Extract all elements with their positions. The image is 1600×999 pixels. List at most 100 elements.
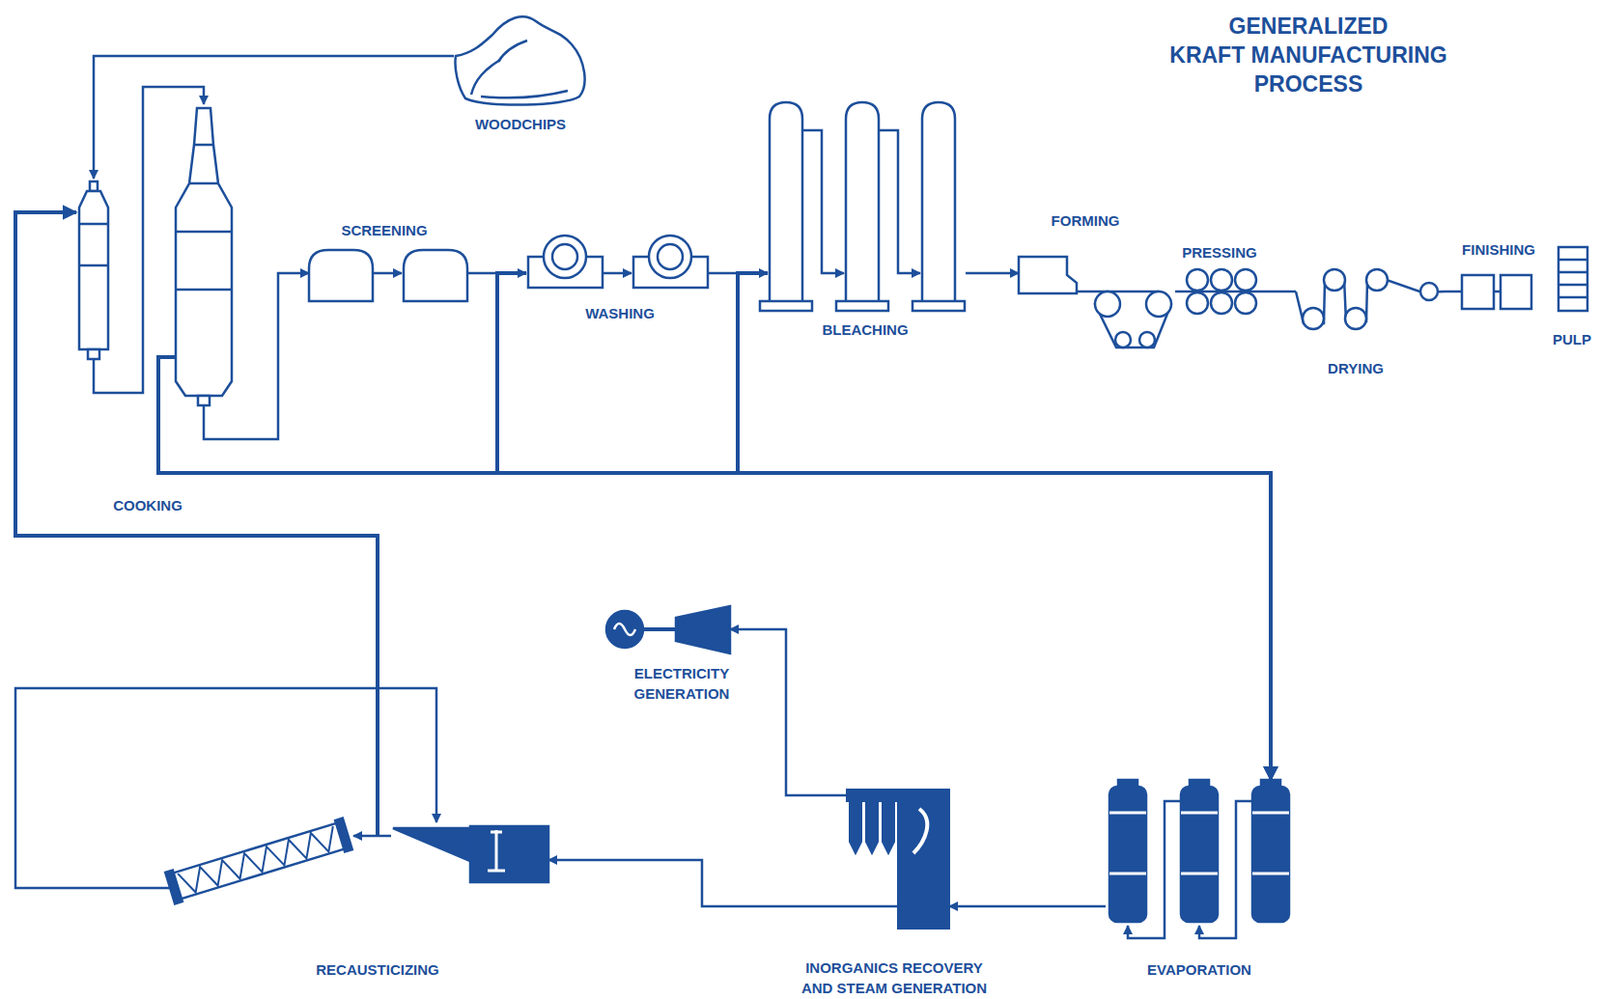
flow-line: [949, 905, 1106, 909]
recausticizing-plant-part: [470, 826, 549, 883]
recovery-boiler-part: [846, 905, 899, 909]
paper-machine-part: [1366, 269, 1388, 291]
paper-machine-part: [1210, 269, 1233, 291]
flow-line: [1444, 290, 1462, 294]
paper-machine-part: [1018, 256, 1077, 294]
digester-vessels-part: [89, 181, 98, 192]
woodchip-pile-part: [454, 16, 585, 105]
paper-machine-part: [1493, 290, 1501, 294]
recausticizing-plant-part: [335, 818, 353, 853]
paper-machine-part: [1115, 332, 1131, 348]
unit-label: INORGANICS RECOVERY AND STEAM GENERATION: [790, 957, 999, 999]
recausticizing-plant-part: [487, 830, 506, 871]
recausticizing-plant: [15, 688, 549, 904]
evaporators-part: [1109, 813, 1290, 874]
recovery-boiler-part: [882, 799, 895, 854]
process-unit: EVAPORATION: [1105, 780, 1294, 942]
digester-vessels-part: [79, 191, 109, 350]
digester-vessels: [79, 86, 232, 406]
paper-machine-part: [1094, 291, 1172, 348]
unit-label: FORMING: [1051, 210, 1121, 231]
recovery-boiler-part: [913, 809, 927, 854]
unit-label: PULP: [1552, 329, 1592, 350]
bleach-towers-part: [836, 301, 889, 311]
woodchip-pile-part: [480, 90, 568, 98]
drum-washers-part: [602, 272, 632, 276]
recausticizing-plant-part: [392, 828, 471, 862]
paper-machine-part: [1235, 269, 1257, 291]
unit-label: SCREENING: [340, 220, 427, 241]
process-unit: RECAUSTICIZING: [166, 820, 549, 903]
unit-label: RECAUSTICIZING: [315, 959, 440, 981]
screens-part: [308, 250, 373, 302]
screens-part: [403, 250, 468, 302]
evaporators: [1109, 780, 1290, 939]
bleach-towers-part: [769, 102, 803, 302]
recausticizing-plant-part: [353, 835, 392, 839]
process-unit: BLEACHING: [767, 102, 966, 311]
paper-machine-part: [1500, 275, 1532, 309]
flow-line: [737, 273, 1271, 781]
process-unit: WOODCHIPS: [453, 7, 590, 111]
drum-washers-part: [657, 244, 683, 270]
paper-machine-part: [1235, 292, 1257, 314]
paper-machine: [1018, 247, 1588, 348]
flow-line: [158, 405, 1271, 781]
flow-line: [93, 56, 454, 179]
process-unit: INORGANICS RECOVERY AND STEAM GENERATION: [846, 789, 950, 929]
unit-label: COOKING: [112, 495, 183, 516]
digester-vessels-part: [158, 357, 176, 406]
flow-line: [1261, 290, 1296, 294]
unit-label: EVAPORATION: [1147, 959, 1252, 981]
drum-washers-part: [648, 235, 692, 279]
paper-machine-part: [1186, 269, 1208, 291]
woodchip-pile-part: [498, 40, 528, 62]
bleach-towers-part: [802, 130, 844, 274]
unit-label: DRYING: [1327, 358, 1384, 379]
flow-line: [965, 272, 1019, 276]
turbine-generator-part: [643, 627, 676, 632]
bleach-towers-part: [759, 301, 813, 311]
turbine-generator-part: [614, 623, 636, 636]
screens-part: [372, 272, 402, 276]
recovery-boiler-part: [866, 799, 878, 854]
process-unit: PRESSING: [1183, 268, 1262, 317]
process-unit: DRYING: [1295, 267, 1445, 333]
process-unit: FINISHING: [1461, 273, 1532, 311]
bleach-towers-part: [922, 102, 955, 302]
turbine-generator-part: [675, 606, 730, 654]
process-unit: COOKING: [76, 178, 240, 406]
recausticizing-plant-part: [165, 818, 353, 905]
recausticizing-plant-part: [375, 820, 380, 837]
flow-line: [548, 860, 847, 907]
paper-machine-part: [1345, 308, 1367, 330]
flow-line: [729, 629, 847, 796]
unit-label: FINISHING: [1461, 239, 1536, 260]
paper-machine-part: [1139, 332, 1155, 348]
diagram-title: GENERALIZED KRAFT MANUFACTURING PROCESS: [1169, 11, 1447, 99]
digester-vessels-part: [175, 108, 232, 396]
paper-machine-part: [1186, 292, 1208, 314]
bleach-towers-part: [845, 102, 879, 302]
screens: [308, 250, 468, 302]
turbine-generator: [606, 606, 730, 654]
digester-vessels-part: [87, 349, 100, 360]
recausticizing-plant-part: [15, 688, 437, 889]
process-unit: PULP: [1558, 247, 1588, 311]
bleach-towers-part: [912, 301, 965, 311]
evaporators-part: [1127, 801, 1181, 939]
woodchip-pile: [454, 16, 585, 105]
bleach-towers: [759, 102, 965, 311]
evaporators-part: [1109, 786, 1147, 923]
digester-vessels-part: [175, 144, 232, 290]
unit-label: BLEACHING: [821, 319, 908, 340]
unit-label: PRESSING: [1181, 242, 1258, 263]
flow-line: [497, 273, 1271, 781]
paper-machine-part: [1461, 275, 1494, 309]
woodchip-pile-part: [471, 59, 501, 95]
unit-label: ELECTRICITY GENERATION: [618, 663, 745, 704]
drum-washers: [528, 235, 708, 288]
